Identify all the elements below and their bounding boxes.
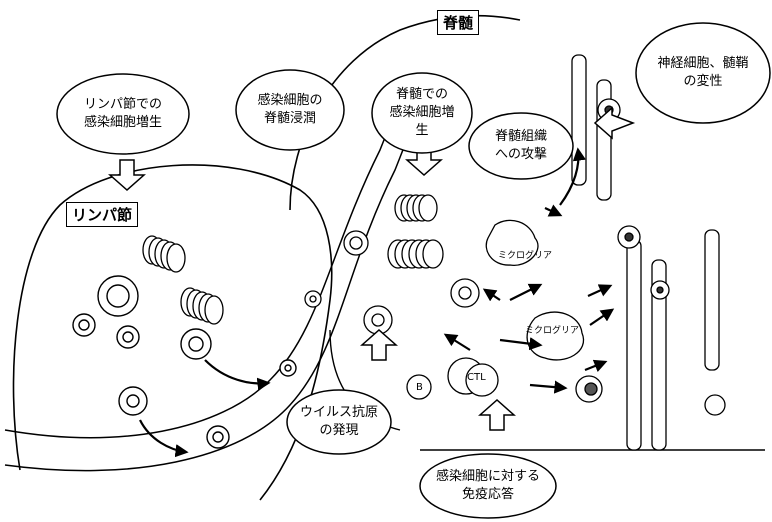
callout-line: 感染細胞の [257,93,323,108]
microglia-2 [526,311,585,361]
lymph-proliferating-cells [142,235,224,325]
callout-degeneration: 神経細胞、髄鞘 の変性 [636,23,770,123]
spinal-cord-label: 脊髄 [437,10,480,35]
lymph-node-cells [72,275,297,449]
callout-line: の発現 [319,423,359,438]
lymph-node-label: リンパ節 [66,202,139,227]
callout-line: 脊髄での [395,87,448,102]
microglia-label-1: ミクログリア [498,251,553,261]
flow-arrows [139,147,615,458]
callout-line: 脊髄組織 [494,129,547,144]
spinal-proliferating-cells [304,194,603,403]
callout-antigen-expression: ウイルス抗原 の発現 [287,390,391,454]
callout-line: 感染細胞増 [389,105,455,120]
ctl-label: CTL [467,372,486,383]
callout-line: 免疫応答 [461,487,514,502]
callout-line: 脊髄浸潤 [263,111,316,126]
callout-line: ウイルス抗原 [299,405,378,420]
callout-line: 神経細胞、髄鞘 [657,56,749,71]
microglia-label-2: ミクログリア [525,326,580,336]
callout-line: 感染細胞増生 [83,115,162,130]
callout-infiltration: 感染細胞の 脊髄浸潤 [236,70,344,150]
callout-line: 生 [415,123,429,138]
callout-lymph-proliferation: リンパ節での 感染細胞増生 [58,74,188,154]
blood-vessel [4,94,421,472]
callout-line: への攻撃 [494,147,547,162]
block-arrows [108,106,636,431]
callout-line: 感染細胞に対する [435,469,540,484]
callout-spinal-proliferation: 脊髄での 感染細胞増 生 [372,73,472,153]
callout-immune-response: 感染細胞に対する 免疫応答 [420,454,556,518]
b-cell-label: B [416,382,423,393]
callout-line: リンパ節での [83,97,162,112]
callout-attack: 脊髄組織 への攻撃 [469,113,573,179]
microglia-1 [485,219,539,266]
callout-line: の変性 [683,74,723,89]
callout-shapes [56,22,771,519]
lymph-node-outline [12,164,333,501]
neurons [571,54,726,451]
